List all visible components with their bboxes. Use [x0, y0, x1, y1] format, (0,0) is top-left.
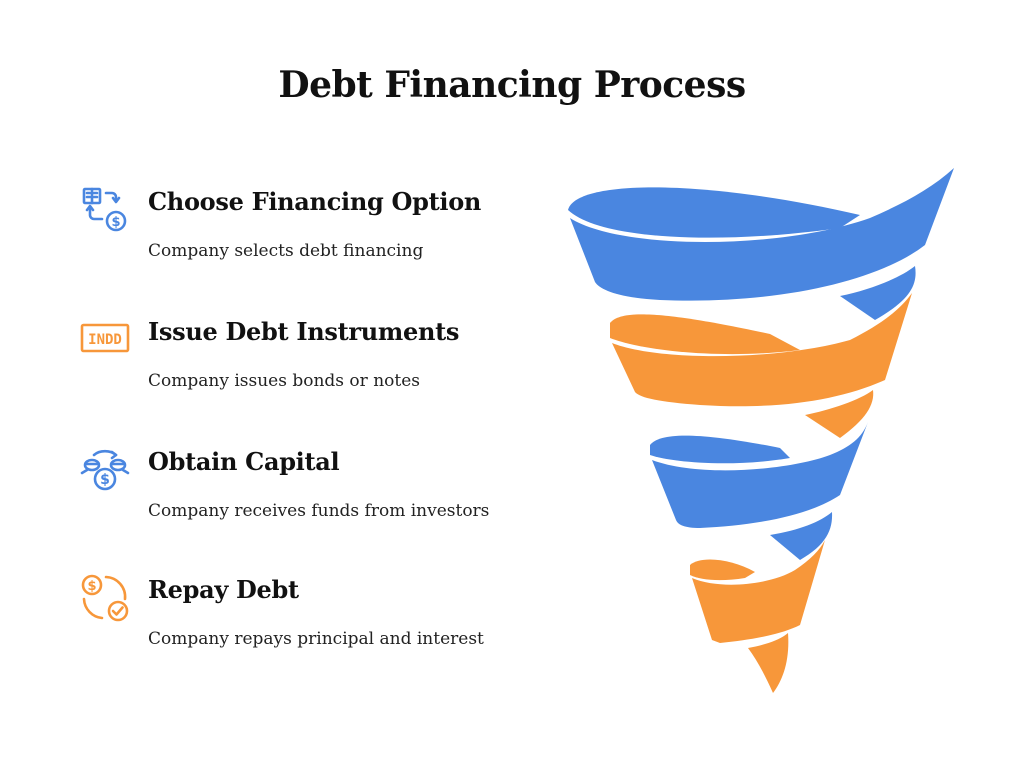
funnel-band-3	[652, 422, 868, 528]
step-title: Obtain Capital	[148, 447, 340, 476]
spiral-funnel-graphic	[568, 168, 954, 693]
funnel-band-4-back	[690, 559, 755, 581]
funnel-band-3-back	[650, 435, 790, 464]
funnel-band-1-back	[568, 187, 860, 238]
step-description: Company issues bonds or notes	[148, 371, 420, 391]
funnel-tip	[748, 633, 789, 693]
step-title: Choose Financing Option	[148, 187, 482, 216]
step-description: Company receives funds from investors	[148, 501, 490, 521]
step-description: Company selects debt financing	[148, 241, 424, 261]
step-title: Repay Debt	[148, 575, 299, 604]
step-description: Company repays principal and interest	[148, 629, 484, 649]
indd-document-icon: INDD	[80, 323, 130, 353]
funnel-band-1	[570, 168, 954, 301]
funnel-band-4	[692, 540, 825, 643]
exchange-money-icon: $	[82, 187, 127, 232]
coins-transfer-icon: $	[80, 449, 130, 491]
svg-text:INDD: INDD	[88, 332, 122, 348]
svg-text:$: $	[111, 215, 120, 230]
svg-text:$: $	[100, 472, 110, 488]
step-title: Issue Debt Instruments	[148, 317, 460, 346]
funnel-band-2-back	[610, 314, 800, 355]
repay-check-icon: $	[81, 574, 129, 622]
funnel-band-2	[612, 293, 912, 407]
svg-text:$: $	[87, 579, 96, 594]
page-title: Debt Financing Process	[278, 64, 746, 106]
